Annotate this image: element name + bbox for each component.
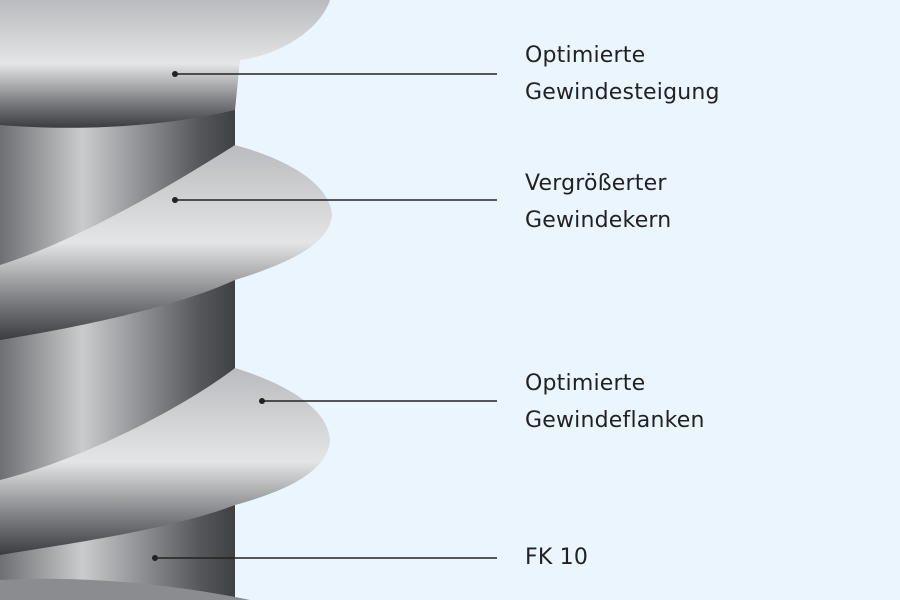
- label-fk10: FK 10: [525, 539, 588, 576]
- label-line: Vergrößerter: [525, 171, 667, 196]
- leader-dot-4: [152, 555, 158, 561]
- leader-dot-3: [259, 398, 265, 404]
- label-thread-pitch: Optimierte Gewindesteigung: [525, 37, 720, 111]
- thread-top: [0, 0, 330, 128]
- label-thread-flanks: Optimierte Gewindeflanken: [525, 365, 705, 439]
- thread-bottom: [0, 578, 250, 600]
- label-line: Gewindekern: [525, 208, 672, 233]
- leader-dot-1: [172, 71, 178, 77]
- leader-dot-2: [172, 197, 178, 203]
- label-line: Gewindeflanken: [525, 408, 705, 433]
- label-line: Gewindesteigung: [525, 80, 720, 105]
- leader-lines: [155, 73, 497, 559]
- label-line: FK 10: [525, 545, 589, 570]
- thread-middle: [0, 145, 332, 340]
- label-line: Optimierte: [525, 43, 646, 68]
- label-line: Optimierte: [525, 371, 646, 396]
- thread-lower: [0, 368, 330, 555]
- label-thread-core: Vergrößerter Gewindekern: [525, 165, 671, 239]
